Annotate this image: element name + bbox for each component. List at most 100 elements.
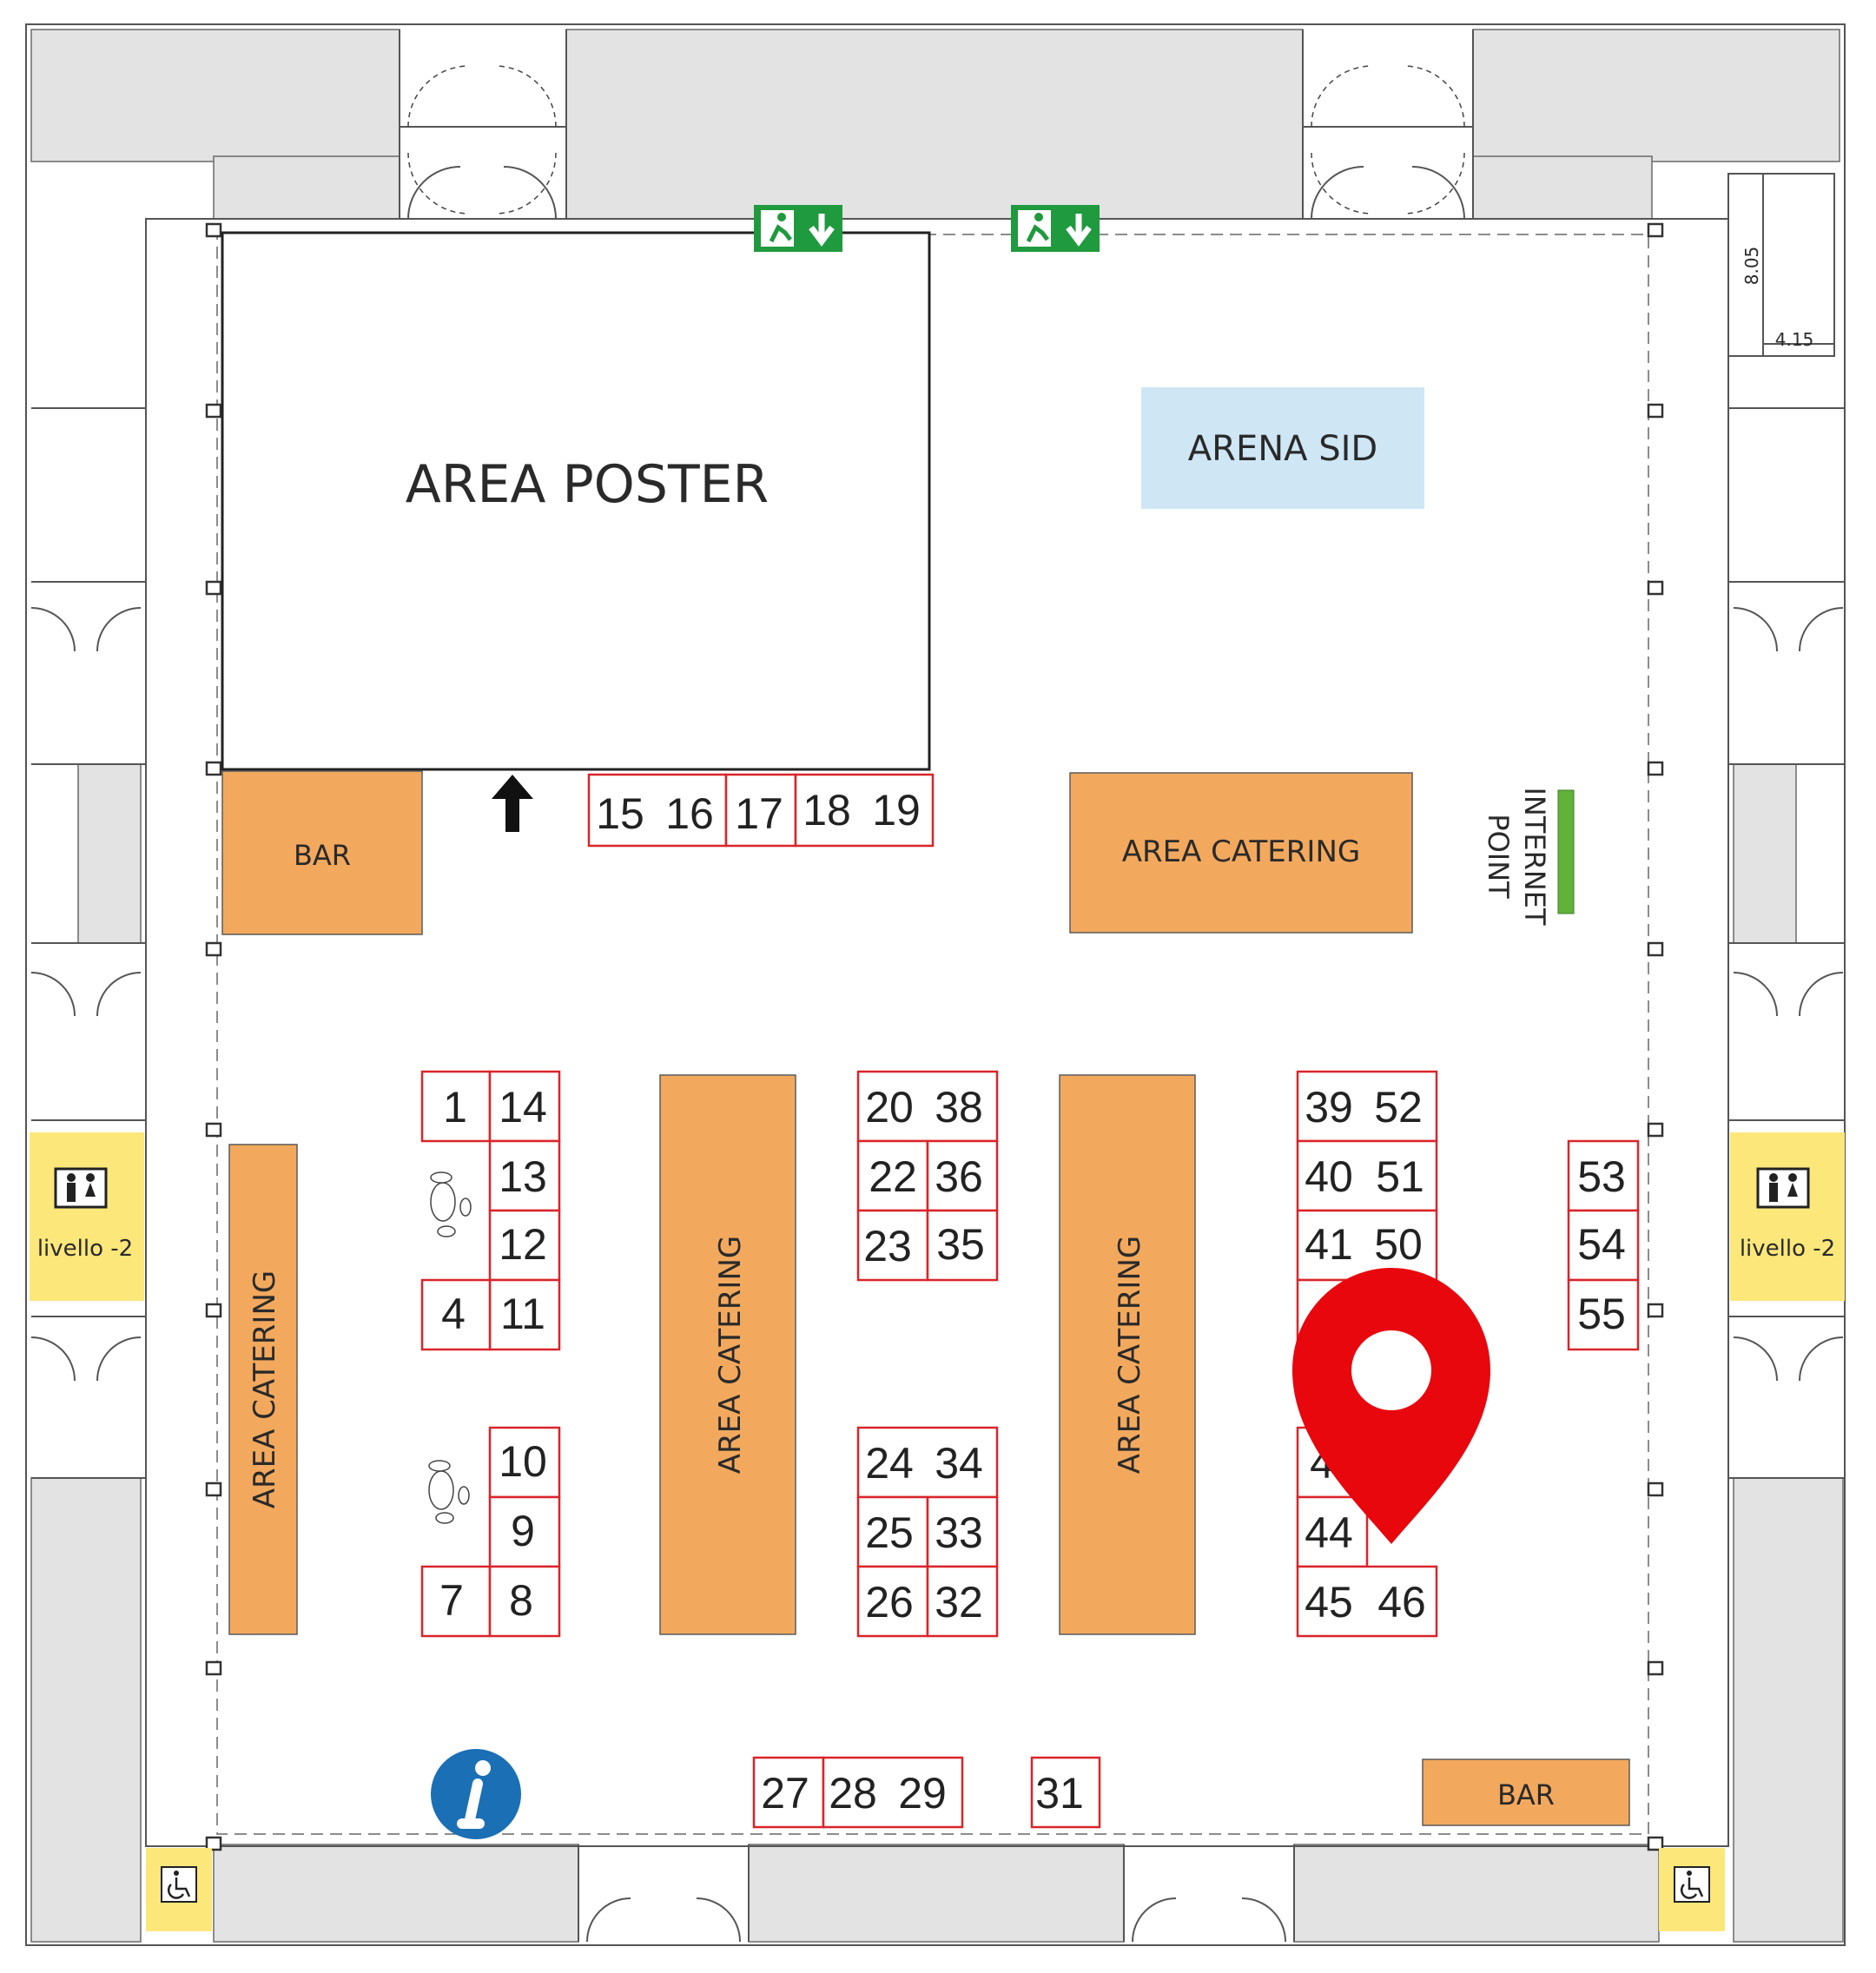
booth-55[interactable] (1567, 1278, 1640, 1351)
booth-24-34[interactable] (856, 1426, 999, 1499)
booth-label: 39 (1305, 1083, 1353, 1132)
right-lower-room (1733, 1477, 1844, 1943)
booth-label: 7 (439, 1576, 464, 1625)
area-poster[interactable]: AREA POSTER (221, 231, 931, 771)
dimension-height: 8.05 (1741, 247, 1762, 286)
booth-31[interactable] (1030, 1756, 1101, 1829)
area-catering-label: AREA CATERING (1122, 835, 1360, 869)
booth-label: 9 (511, 1507, 535, 1555)
area-catering-center-right[interactable]: AREA CATERING (1059, 1074, 1196, 1635)
booth-39-52[interactable] (1296, 1070, 1438, 1143)
left-mid-room (77, 763, 142, 944)
booth-4[interactable] (420, 1278, 492, 1351)
bar-bottom-right[interactable]: BAR (1422, 1759, 1630, 1826)
restroom-right[interactable]: livello -2 (1730, 1132, 1845, 1301)
booth-label: 27 (761, 1769, 809, 1818)
area-catering-label: AREA CATERING (713, 1236, 748, 1474)
booth-44[interactable] (1296, 1495, 1369, 1568)
booth-32[interactable] (926, 1565, 999, 1638)
bar-label: BAR (294, 839, 351, 872)
booth-label: 18 (803, 786, 851, 835)
booth-18-19[interactable] (794, 773, 935, 848)
booth-45-46[interactable] (1296, 1565, 1438, 1638)
wheelchair-icon (1659, 1848, 1725, 1931)
booth-label: 4 (441, 1290, 466, 1338)
booth-label: 29 (898, 1769, 947, 1818)
dimension-labels: 8.05 4.15 (1741, 247, 1813, 350)
booth-label: 31 (1035, 1769, 1084, 1818)
restroom-level-label: livello -2 (1740, 1236, 1835, 1262)
location-pin-icon[interactable] (1292, 1268, 1490, 1544)
left-lower-room (30, 1477, 142, 1943)
door-swings (30, 65, 1844, 1943)
booth-label: 25 (865, 1508, 914, 1557)
booth-36[interactable] (926, 1139, 999, 1212)
area-catering-left[interactable]: AREA CATERING (228, 1144, 298, 1635)
bar-top-left[interactable]: BAR (221, 770, 423, 935)
inner-wall (145, 218, 1729, 1847)
area-catering-label: AREA CATERING (1113, 1236, 1147, 1474)
booth-40-51[interactable] (1296, 1139, 1438, 1212)
restroom-left[interactable]: livello -2 (30, 1132, 144, 1301)
booth-label: 10 (499, 1437, 547, 1486)
top-right-room (1472, 29, 1840, 162)
booth-17[interactable] (724, 773, 797, 848)
booth-28-29[interactable] (822, 1756, 964, 1829)
booth-54[interactable] (1567, 1209, 1640, 1282)
booth-27[interactable] (752, 1756, 825, 1829)
booth-41-50[interactable] (1296, 1209, 1438, 1282)
booth-label: 55 (1577, 1290, 1626, 1338)
booth-15-16[interactable] (587, 773, 728, 848)
booth-10[interactable] (488, 1426, 561, 1499)
area-catering-label: AREA CATERING (248, 1270, 282, 1508)
right-mid-room (1733, 763, 1797, 944)
booth-12[interactable] (488, 1209, 561, 1282)
restroom-icon (1756, 1167, 1810, 1209)
booth-label: 12 (499, 1220, 547, 1269)
booth-13[interactable] (488, 1139, 561, 1212)
booth-14[interactable] (488, 1070, 561, 1143)
booth-8[interactable] (488, 1565, 561, 1638)
booth-label: 15 (596, 789, 644, 838)
arena-sid[interactable]: ARENA SID (1141, 387, 1424, 509)
bottom-center-room (748, 1844, 1125, 1943)
booth-label: 32 (935, 1578, 983, 1627)
booth-33[interactable] (926, 1495, 999, 1568)
booth-label: 38 (935, 1083, 983, 1132)
booth-label: 53 (1577, 1152, 1626, 1201)
booth-label: 33 (935, 1508, 983, 1557)
area-catering-top-right[interactable]: AREA CATERING (1069, 772, 1413, 934)
internet-point[interactable]: INTERNET POINT (1482, 787, 1575, 926)
booth-label: 17 (735, 789, 783, 838)
booth-20-38[interactable] (856, 1070, 999, 1143)
dimension-room (1727, 173, 1835, 357)
booth-label: 34 (935, 1439, 983, 1488)
booth-label: 50 (1374, 1220, 1423, 1269)
booth-26[interactable] (856, 1565, 929, 1638)
booth-label: 51 (1376, 1152, 1424, 1201)
top-left-room-lower (213, 155, 400, 220)
booth-label: 45 (1305, 1578, 1353, 1627)
booth-label: 13 (499, 1152, 547, 1201)
internet-point-label-2: POINT (1482, 814, 1515, 899)
area-poster-label: AREA POSTER (406, 454, 770, 515)
restroom-level-label: livello -2 (37, 1236, 133, 1262)
booth-35[interactable] (926, 1209, 999, 1282)
booth-11[interactable] (488, 1278, 561, 1351)
dimension-width: 4.15 (1775, 329, 1814, 350)
booth-label: 20 (865, 1083, 914, 1132)
booth-label: 26 (865, 1578, 914, 1627)
booth-label: 1 (443, 1083, 467, 1132)
arena-sid-label: ARENA SID (1188, 429, 1377, 469)
booth-label: 36 (935, 1152, 983, 1201)
top-center-hall (565, 29, 1304, 220)
booth-9[interactable] (488, 1495, 561, 1568)
booth-label: 14 (499, 1083, 547, 1132)
info-icon[interactable] (431, 1749, 521, 1839)
area-catering-center-left[interactable]: AREA CATERING (659, 1074, 796, 1635)
booth-label: 8 (509, 1576, 533, 1625)
building-structure (25, 23, 1846, 1946)
entrance-arrow-icon (492, 775, 533, 832)
emergency-exit-icon (754, 205, 842, 252)
booth-label: 22 (869, 1152, 917, 1201)
